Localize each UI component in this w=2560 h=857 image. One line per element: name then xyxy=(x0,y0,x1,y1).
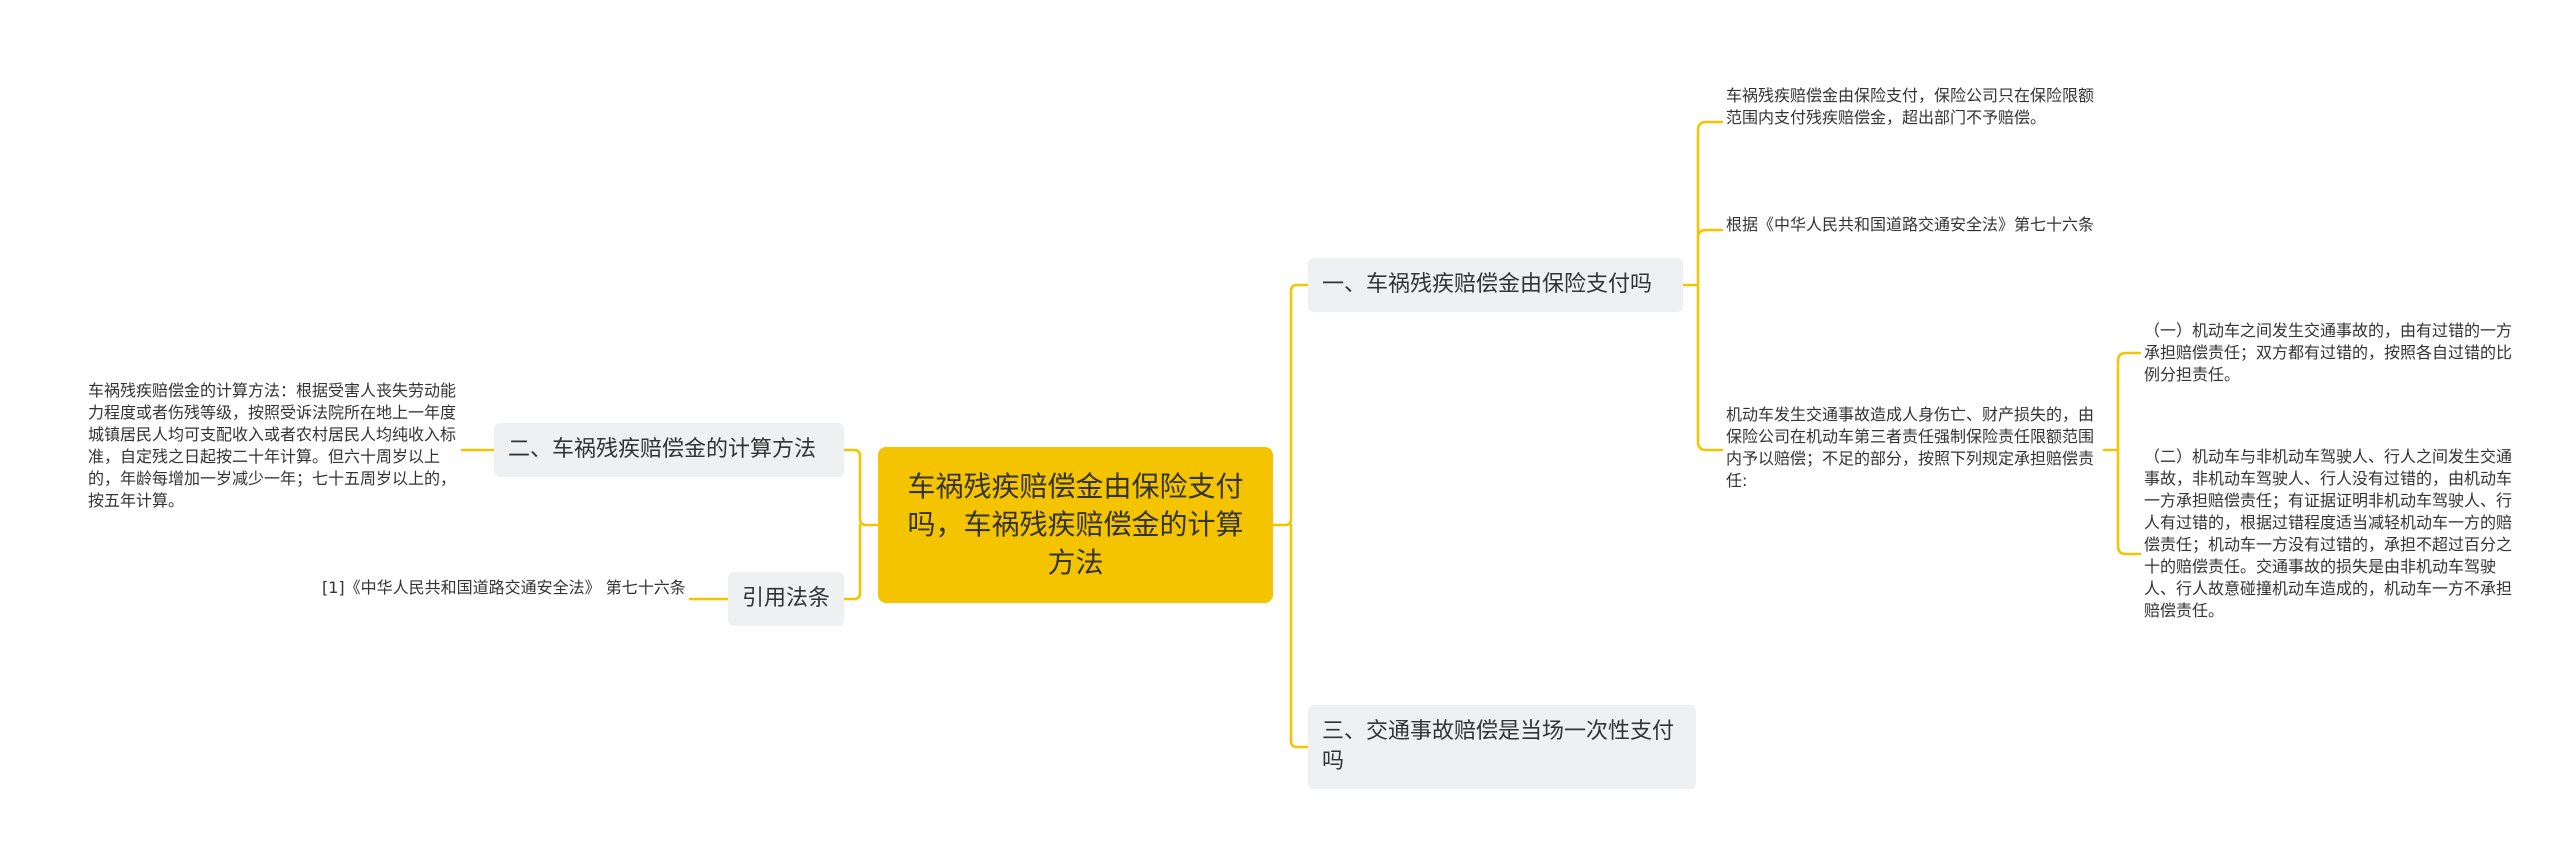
leaf-insurance-limit: 车祸残疾赔偿金由保险支付，保险公司只在保险限额范围内支付残疾赔偿金，超出部门不予… xyxy=(1726,86,2095,127)
leaf-law-reference: 根据《中华人民共和国道路交通安全法》第七十六条 xyxy=(1726,215,2095,234)
link-root-b2 xyxy=(842,448,880,527)
branch-label: 一、车祸残疾赔偿金由保险支付吗 xyxy=(1322,272,1653,297)
branch-label: 引用法条 xyxy=(742,586,831,611)
link-b1-l1 xyxy=(1696,120,1724,287)
branch-one-time-payment[interactable]: 三、交通事故赔偿是当场一次性支付吗 xyxy=(1308,705,1696,789)
link-l3-l4 xyxy=(2116,351,2142,452)
leaf-calculation-text: 车祸残疾赔偿金的计算方法：根据受害人丧失劳动能力程度或者伤残等级，按照受诉法院所… xyxy=(88,381,457,510)
link-root-b4 xyxy=(1289,523,1310,749)
link-root-b1 xyxy=(1271,283,1310,527)
link-root-b3 xyxy=(842,523,862,601)
branch-label: 三、交通事故赔偿是当场一次性支付吗 xyxy=(1322,719,1675,774)
link-l3-l5 xyxy=(2116,448,2142,556)
root-title: 车祸残疾赔偿金由保险支付吗，车祸残疾赔偿金的计算方法 xyxy=(907,470,1244,579)
leaf-non-motor-rule: （二）机动车与非机动车驾驶人、行人之间发生交通事故，非机动车驾驶人、行人没有过错… xyxy=(2144,447,2513,620)
branch-calculation-method[interactable]: 二、车祸残疾赔偿金的计算方法 xyxy=(494,423,844,477)
link-b1-l3 xyxy=(1696,283,1724,452)
branch-insurance-payment[interactable]: 一、车祸残疾赔偿金由保险支付吗 xyxy=(1308,258,1683,312)
leaf-compulsory-insurance: 机动车发生交通事故造成人身伤亡、财产损失的，由保险公司在机动车第三者责任强制保险… xyxy=(1726,405,2095,490)
link-b1-l2 xyxy=(1696,228,1724,240)
branch-cited-law[interactable]: 引用法条 xyxy=(728,572,844,626)
branch-label: 二、车祸残疾赔偿金的计算方法 xyxy=(508,437,817,462)
leaf-motor-vehicles-rule: （一）机动车之间发生交通事故的，由有过错的一方承担赔偿责任；双方都有过错的，按照… xyxy=(2144,321,2513,384)
leaf-citation: [1]《中华人民共和国道路交通安全法》 第七十六条 xyxy=(322,578,686,597)
root-topic[interactable]: 车祸残疾赔偿金由保险支付吗，车祸残疾赔偿金的计算方法 xyxy=(878,447,1273,603)
